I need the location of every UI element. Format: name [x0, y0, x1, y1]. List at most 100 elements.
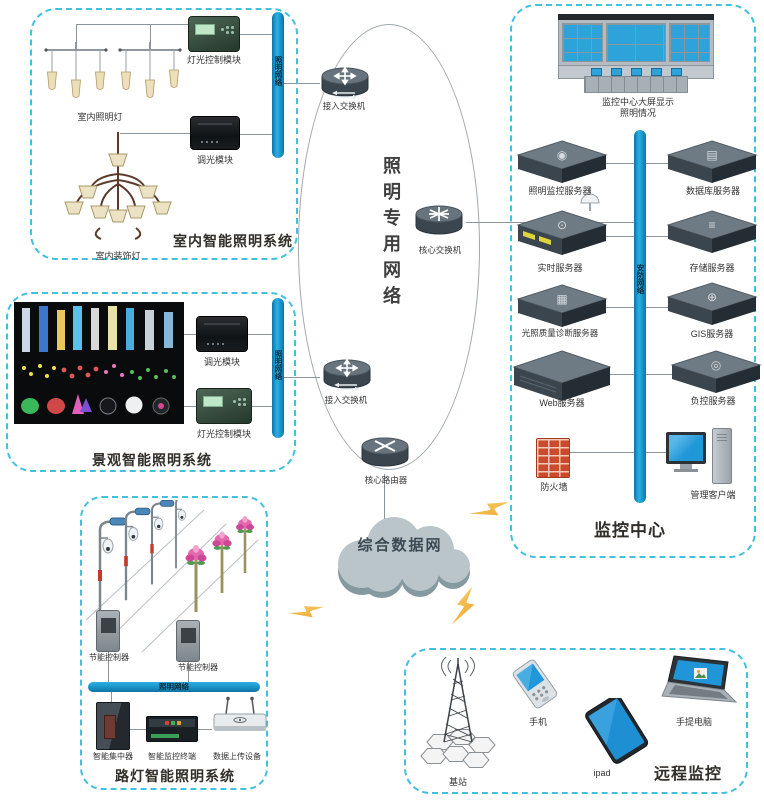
server-label: 数据库服务器: [685, 186, 740, 196]
connector-line: [596, 163, 634, 164]
controller-screen: [101, 618, 116, 633]
data-network-cloud: [338, 517, 470, 598]
module-lcd: [203, 396, 223, 407]
smart-monitor-terminal: [146, 716, 198, 742]
dimmer-leds: [207, 343, 209, 345]
chandelier: [64, 132, 172, 240]
server-label: 实时服务器: [537, 263, 583, 273]
landscape-dimmer-label: 调光模块: [203, 357, 240, 367]
street-bus-label: 照明网络: [159, 682, 189, 691]
connector-line: [570, 452, 634, 453]
street-box-title: 路灯智能照明系统: [115, 770, 235, 785]
indoor-box-title: 室内智能照明系统: [173, 235, 293, 250]
core-switch: [415, 205, 463, 235]
indoor-decor-lamp-label: 室内装饰灯: [95, 251, 141, 261]
server-top-icon: ▦: [556, 292, 567, 306]
pendant-lamps: [44, 42, 182, 98]
landscape-lighting-box: [6, 292, 296, 472]
landscape-box-title: 景观智能照明系统: [92, 454, 212, 469]
concentrator-window: [104, 715, 116, 739]
connector-line: [108, 652, 109, 682]
monitor-center-box: [510, 4, 756, 558]
landscape-bus-label: 照明网络: [274, 350, 283, 380]
console-screen: [670, 68, 682, 76]
control-desk: [584, 76, 688, 93]
indoor-bus-bar: 照明网络: [272, 12, 284, 158]
laptop-label: 手提电脑: [675, 717, 712, 727]
dimmer-leds: [201, 141, 203, 143]
remote-monitor-box: [404, 648, 748, 794]
access-switch-bottom-label: 接入交换机: [324, 395, 368, 405]
server-label: Web服务器: [539, 398, 585, 408]
management-client-monitor: [666, 432, 706, 464]
connector-line: [184, 406, 196, 407]
server-top-icon: ▤: [706, 148, 717, 162]
controller-screen: [181, 628, 196, 643]
connector-line: [645, 374, 678, 375]
console-screen: [650, 68, 662, 76]
concentrator-label: 智能集中器: [93, 752, 133, 761]
connector-line: [284, 377, 320, 378]
data-upload-device: [213, 696, 267, 731]
connector-line: [76, 24, 77, 50]
storage-server: ≡: [666, 210, 758, 253]
wall-caption-line1: 监控中心大屏显示: [601, 97, 674, 107]
saver-left-label: 节能控制器: [89, 653, 129, 662]
connector-line: [240, 34, 272, 35]
terminal-label: 智能监控终端: [148, 752, 196, 761]
lightning-bolt: [444, 580, 478, 633]
tablet-ipad: [585, 698, 649, 764]
lightning-bolt: [462, 499, 516, 518]
server-label: 光照质量诊断服务器: [521, 328, 599, 338]
web-server: [512, 350, 612, 401]
connector-line: [188, 662, 189, 682]
remote-box-title: 远程监控: [653, 766, 722, 783]
base-station-label: 基站: [448, 777, 467, 787]
load-control-server: ◎: [670, 350, 762, 393]
connector-line: [606, 374, 634, 375]
console-screen: [630, 68, 642, 76]
wall-top-bar: [558, 14, 714, 20]
security-bus-label: 安防网络: [636, 264, 645, 294]
phone-label: 手机: [528, 717, 547, 727]
server-label: 负控服务器: [690, 396, 736, 406]
dimmer-slot: [204, 323, 240, 325]
terminal-connector-strip: [151, 734, 179, 738]
uploader-label: 数据上传设备: [213, 752, 261, 761]
terminal-indicators: [165, 721, 169, 725]
client-label: 管理客户端: [690, 490, 736, 500]
wall-grid-center: [606, 23, 666, 62]
landscape-light-control-label: 灯光控制模块: [196, 429, 251, 439]
connector-line: [240, 134, 272, 135]
base-station-tower: [420, 656, 496, 768]
wall-grid-left: [562, 23, 603, 62]
lighting-network-ellipse: [298, 24, 480, 470]
lightning-bolt: [280, 604, 329, 620]
access-switch-top: [321, 66, 369, 100]
energy-saver-controller-left: [96, 610, 120, 652]
core-router: [361, 437, 409, 467]
server-top-icon: ⊙: [557, 218, 567, 232]
tablet-label: ipad: [593, 768, 611, 778]
server-top-icon: ≡: [708, 218, 715, 232]
landscape-lamps-photo: [14, 302, 184, 424]
core-router-label: 核心路由器: [364, 475, 408, 485]
server-top-icon: ◎: [711, 358, 721, 372]
connector-line: [150, 24, 151, 50]
access-switch-top-label: 接入交换机: [322, 101, 366, 111]
console-screen: [590, 68, 602, 76]
connector-line: [384, 474, 385, 520]
light-quality-diagnosis-server: ▦: [516, 284, 608, 327]
indoor-lamps-label: 室内照明灯: [77, 112, 123, 122]
street-lamps-scene: [85, 500, 259, 653]
energy-saver-controller-right: [176, 620, 200, 662]
monitor-box-title: 监控中心: [594, 521, 666, 540]
tower-vents: [717, 434, 727, 442]
client-monitor-base: [674, 469, 698, 472]
server-top-icon: ⊕: [707, 290, 717, 304]
terminal-top: [149, 719, 195, 727]
data-network-cloud-label: 综合数据网: [357, 538, 443, 554]
module-lcd: [195, 24, 215, 35]
firewall-label: 防火墙: [540, 482, 568, 492]
